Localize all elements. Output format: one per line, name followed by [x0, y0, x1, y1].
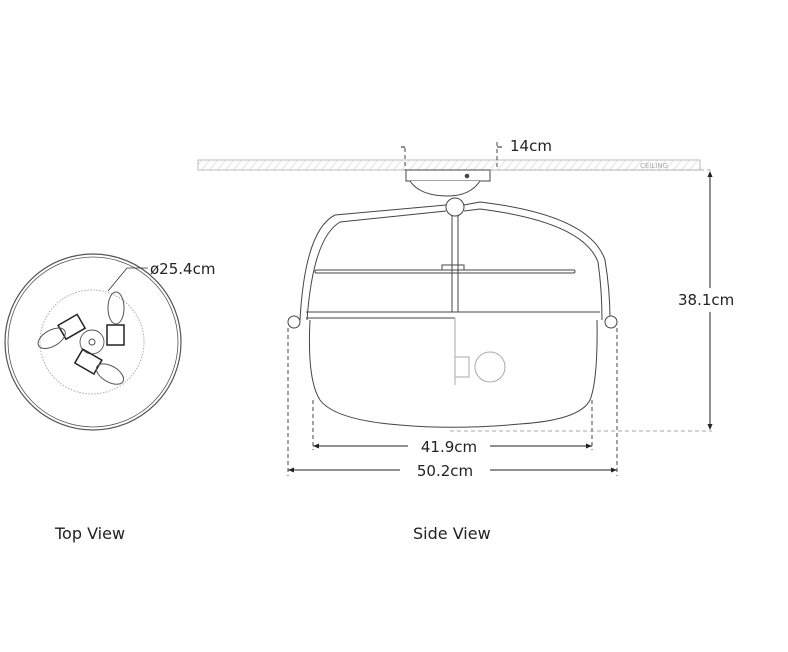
knob-right: [604, 315, 618, 329]
bulb: [474, 351, 506, 383]
disk-clamp: [441, 264, 465, 271]
ceiling: [197, 159, 701, 171]
top-diameter-label: ø25.4cm: [150, 260, 215, 278]
side-view-title: Side View: [413, 524, 491, 543]
diameter-leader: [107, 267, 148, 292]
ball-joint: [445, 197, 465, 217]
dimension-lines: [288, 146, 711, 471]
side-view: [197, 142, 713, 476]
arm-left: [299, 204, 447, 321]
arm-right: [463, 201, 611, 321]
ceiling-label: CEILING: [640, 162, 668, 170]
knob-left: [287, 315, 301, 329]
arm-right-inner: [463, 208, 603, 321]
bowl-width-label: 41.9cm: [421, 438, 477, 456]
bulb-circle: [39, 289, 145, 395]
top-view: [4, 253, 182, 431]
inner-rim: [7, 256, 179, 428]
extension-lines: [287, 142, 712, 476]
overall-width-label: 50.2cm: [417, 462, 473, 480]
bulb-2: [37, 313, 87, 349]
bowl: [308, 319, 598, 428]
socket: [454, 356, 470, 378]
hub-dot: [88, 338, 96, 346]
arm-left-inner: [306, 210, 447, 321]
canopy-width-label: 14cm: [510, 137, 552, 155]
outer-rim: [4, 253, 182, 431]
top-view-title: Top View: [55, 524, 126, 543]
canopy-dome: [409, 180, 481, 197]
bulb-3: [73, 348, 125, 385]
canopy: [405, 169, 491, 182]
height-label: 38.1cm: [678, 291, 734, 309]
bulb-1: [106, 291, 125, 346]
arrowheads: [288, 171, 713, 473]
